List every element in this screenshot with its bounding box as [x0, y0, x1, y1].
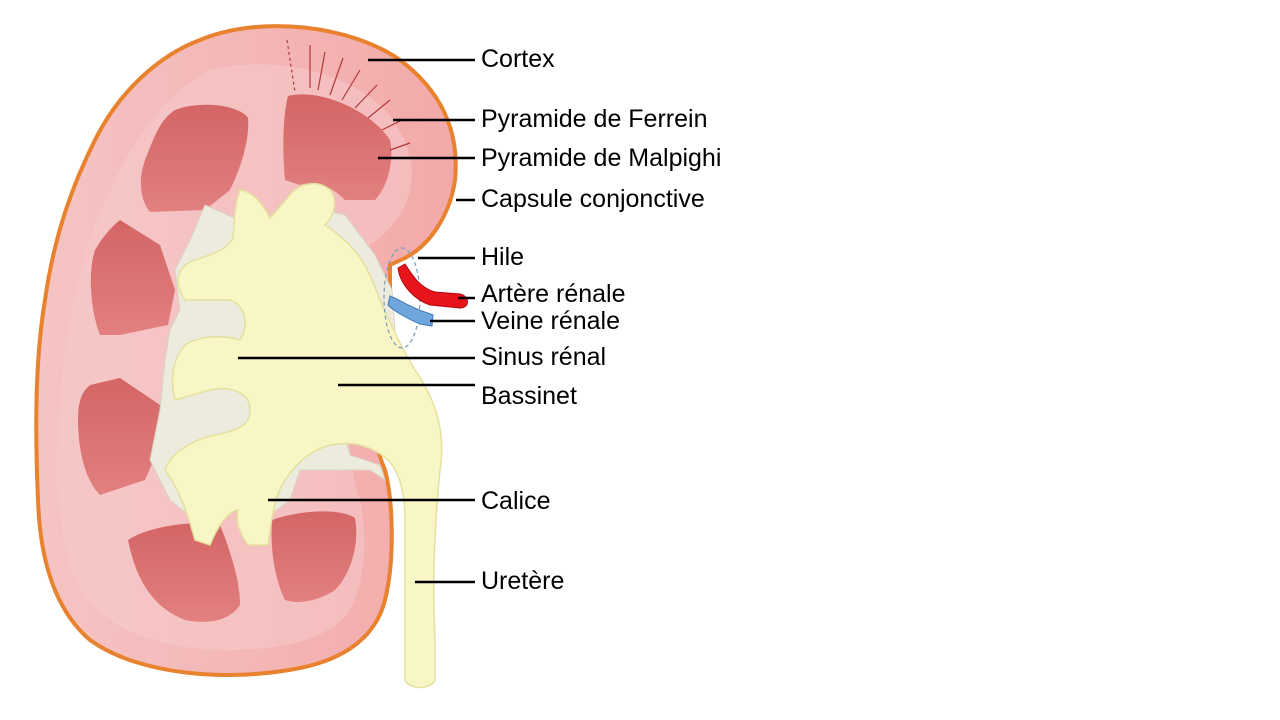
ferrein-striations — [286, 39, 411, 151]
label-veine: Veine rénale — [481, 307, 621, 335]
leader-lines — [238, 58, 475, 584]
label-sinus: Sinus rénal — [481, 343, 607, 371]
pyramid — [140, 104, 249, 212]
label-malpighi: Pyramide de Malpighi — [481, 144, 722, 172]
label-bassinet: Bassinet — [481, 382, 577, 410]
pyramid — [90, 220, 175, 335]
label-calice: Calice — [481, 487, 551, 515]
pyramid — [128, 523, 240, 622]
renal-pelvis — [164, 183, 443, 689]
label-hile: Hile — [481, 243, 525, 271]
pyramid-malpighi — [283, 94, 392, 200]
label-ferrein: Pyramide de Ferrein — [481, 105, 708, 133]
renal-artery — [397, 263, 468, 309]
label-uretere: Uretère — [481, 567, 565, 595]
pyramid — [78, 378, 160, 495]
label-capsule: Capsule conjonctive — [481, 185, 705, 213]
renal-vein — [387, 295, 434, 327]
label-artere: Artère rénale — [481, 280, 626, 308]
pyramid — [271, 511, 357, 602]
label-cortex: Cortex — [481, 45, 555, 73]
